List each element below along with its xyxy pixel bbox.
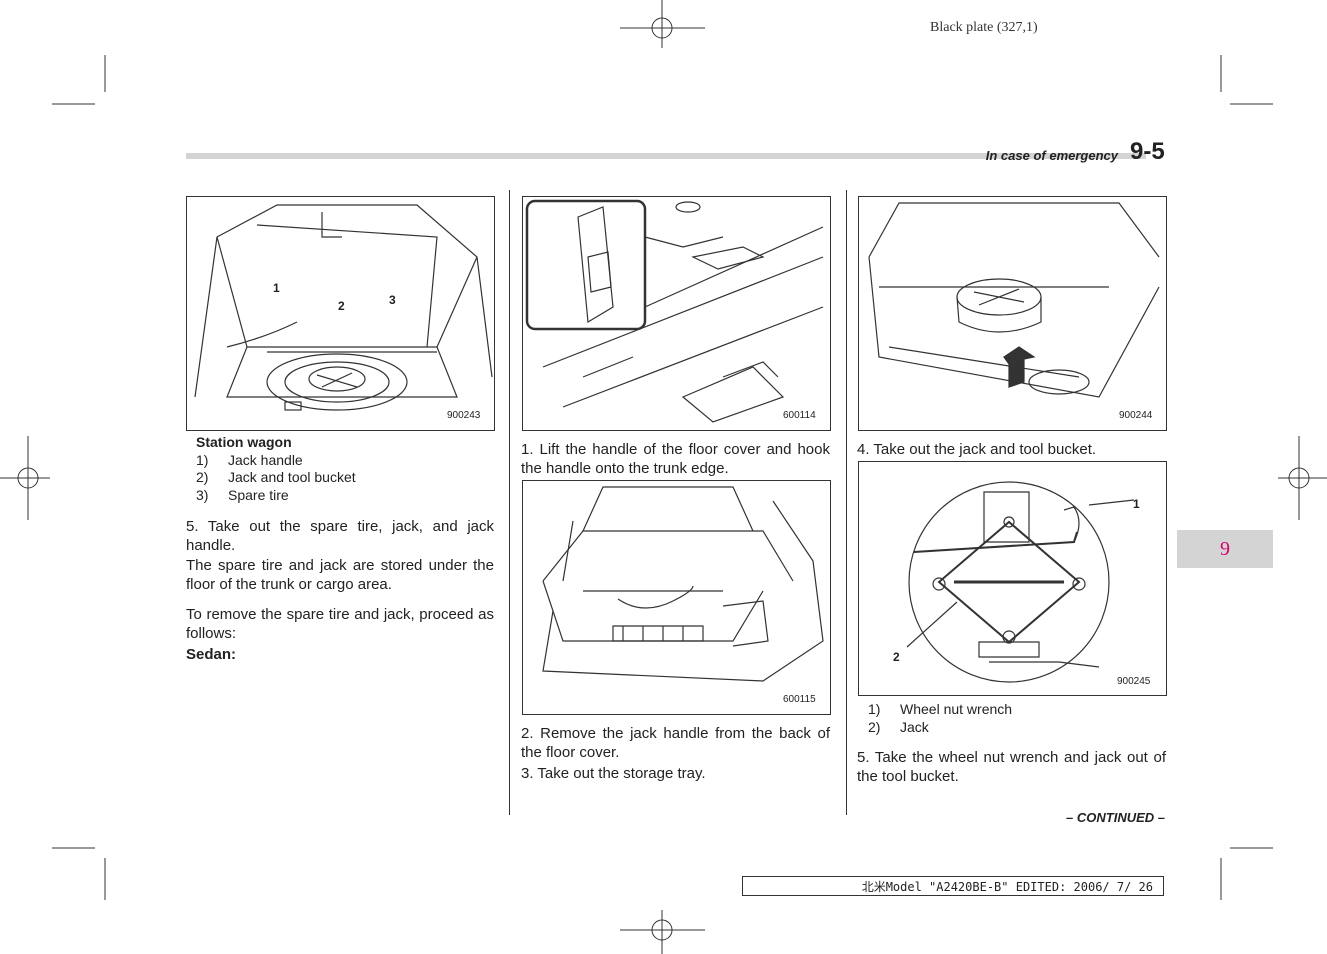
section-title: In case of emergency: [985, 148, 1118, 163]
procedure-paragraph: To remove the spare tire and jack, proce…: [186, 606, 494, 642]
step-2-paragraph: 2. Remove the jack handle from the back …: [521, 725, 830, 761]
figure-station-wagon-trunk: 1 2 3 900243: [186, 196, 495, 431]
jack-bucket-illustration: [868, 202, 1160, 398]
caption-item: 3)Spare tire: [196, 486, 289, 503]
figure-jack-bucket: 900244: [858, 196, 1167, 431]
storage-paragraph: The spare tire and jack are stored under…: [186, 557, 494, 593]
column-rule-2: [846, 190, 847, 815]
caption-item: 2)Jack and tool bucket: [196, 469, 356, 485]
plate-label: Black plate (327,1): [930, 20, 1038, 35]
figure-code: 600114: [783, 410, 816, 421]
sedan-heading: Sedan:: [186, 646, 237, 663]
caption-item: 1)Jack handle: [196, 451, 303, 468]
figure-code: 900243: [447, 410, 481, 421]
figure-sedan-trunk: 600115: [522, 480, 831, 715]
caption-title: Station wagon: [196, 434, 292, 450]
step-5-paragraph: 5. Take out the spare tire, jack, and ja…: [186, 518, 494, 554]
continued-label: – CONTINUED –: [1066, 810, 1165, 825]
figure-code: 900245: [1117, 676, 1151, 687]
step-3-paragraph: 3. Take out the storage tray.: [521, 765, 706, 782]
column-rule-1: [509, 190, 510, 815]
step-5b-paragraph: 5. Take the wheel nut wrench and jack ou…: [857, 749, 1166, 785]
figure-label-2: 2: [893, 650, 900, 664]
step-4-paragraph: 4. Take out the jack and tool bucket.: [857, 441, 1097, 458]
caption-item: 2)Jack: [868, 718, 929, 735]
figure-caption: 1)Wheel nut wrench 2)Jack: [868, 701, 1158, 736]
figure-code: 900244: [1119, 410, 1153, 421]
caption-item: 1)Wheel nut wrench: [868, 701, 1013, 717]
figure-floor-cover-handle: 600114: [522, 196, 831, 431]
figure-label-2: 2: [338, 299, 345, 313]
figure-label-3: 3: [389, 293, 396, 307]
step-1-paragraph: 1. Lift the handle of the floor cover an…: [521, 441, 830, 477]
header-bar: [186, 153, 1146, 159]
figure-label-1: 1: [1133, 497, 1140, 511]
figure-caption: Station wagon 1)Jack handle 2)Jack and t…: [196, 434, 496, 504]
edit-footer: 北米Model "A2420BE-B" EDITED: 2006/ 7/ 26: [742, 876, 1164, 896]
figure-label-1: 1: [273, 281, 280, 295]
figure-code: 600115: [783, 694, 816, 705]
station-wagon-illustration: [194, 204, 493, 411]
sedan-trunk-illustration: [542, 486, 824, 682]
floor-cover-illustration: [525, 199, 824, 423]
wrench-jack-illustration: [906, 481, 1135, 683]
page-number: 9-5: [1130, 138, 1165, 165]
figure-wrench-and-jack: 1 2 900245: [858, 461, 1167, 696]
chapter-tab: 9: [1177, 530, 1273, 568]
